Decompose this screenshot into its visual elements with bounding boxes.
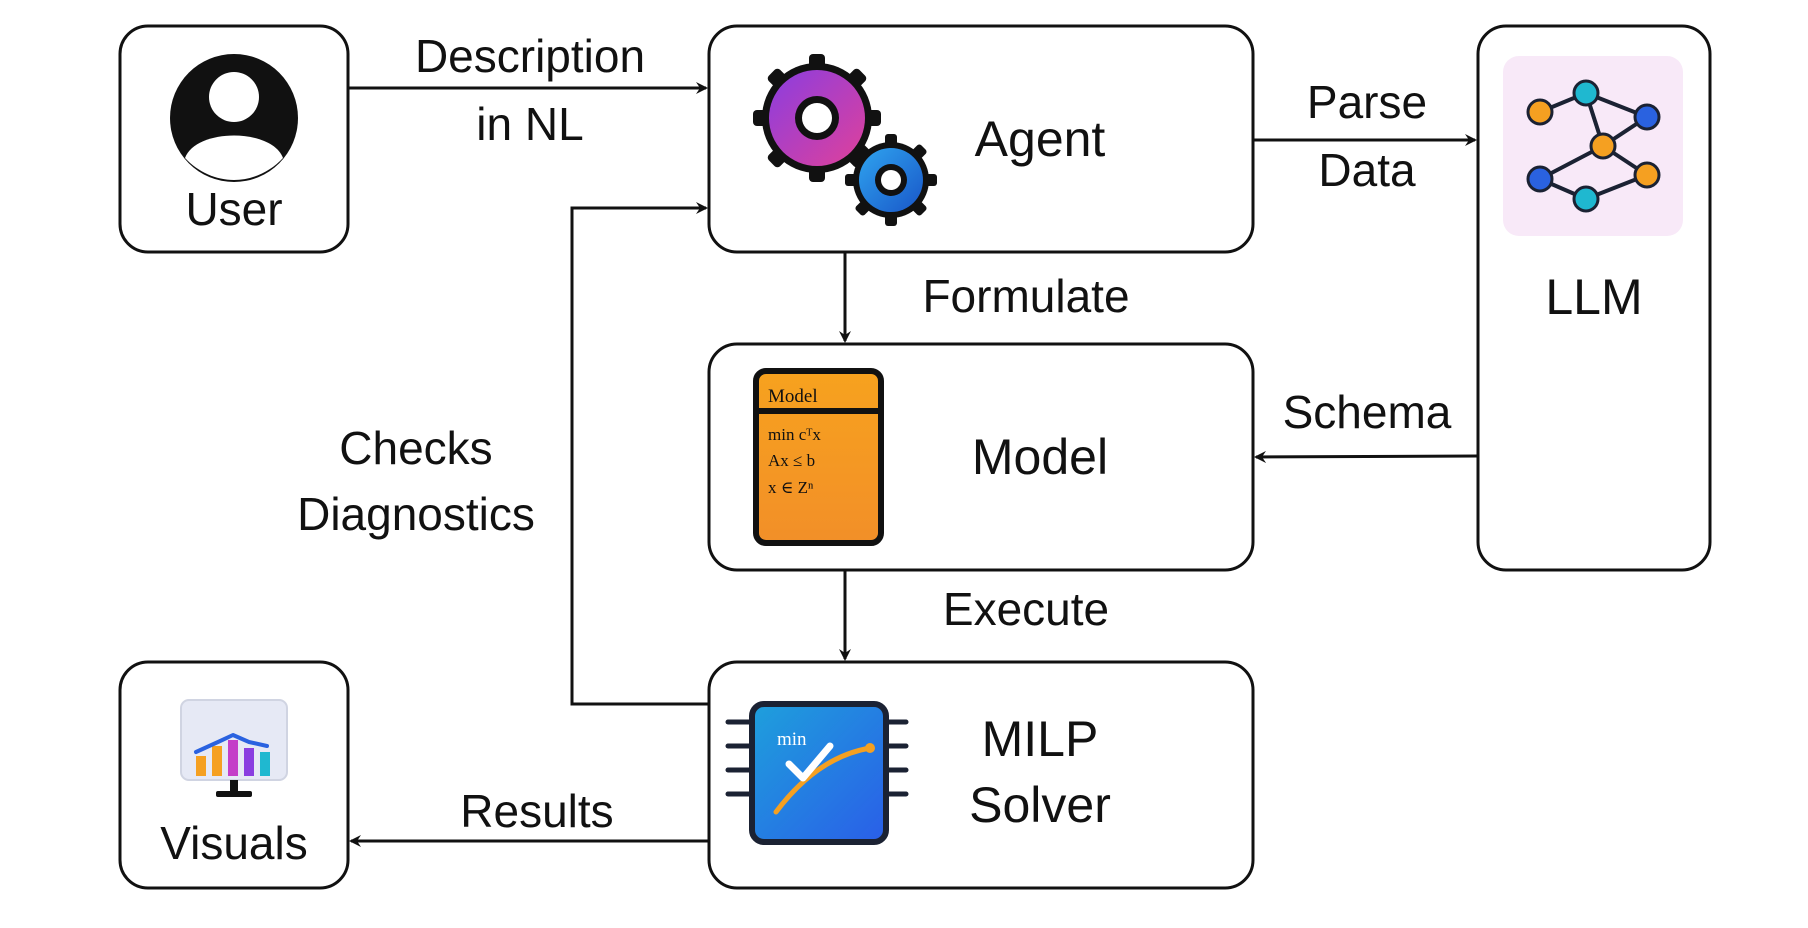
solver-chip-label: min xyxy=(777,729,807,750)
model-card-line1: min cᵀx xyxy=(768,425,821,444)
gears-icon xyxy=(753,54,937,226)
network-graph-icon xyxy=(1503,56,1683,236)
agent-label: Agent xyxy=(975,111,1106,167)
description-label-line1: Description xyxy=(415,30,645,82)
solver-chip-icon: min xyxy=(725,701,909,845)
execute-label: Execute xyxy=(943,583,1109,635)
checks-label-line2: Diagnostics xyxy=(297,488,535,540)
monitor-chart-icon xyxy=(180,699,288,797)
model-document-icon: Model min cᵀx Ax ≤ b x ∈ Zⁿ xyxy=(753,368,884,546)
model-label: Model xyxy=(972,429,1108,485)
results-label: Results xyxy=(460,785,613,837)
parse-label-line1: Parse xyxy=(1307,76,1427,128)
schema-label: Schema xyxy=(1283,386,1452,438)
description-label-line2: in NL xyxy=(476,98,583,150)
model-card-header: Model xyxy=(768,386,818,407)
solver-label-line1: MILP xyxy=(982,711,1099,767)
schema-arrow xyxy=(1254,450,1479,463)
visuals-label: Visuals xyxy=(160,817,307,869)
solver-label-line2: Solver xyxy=(969,777,1111,833)
model-card-line3: x ∈ Zⁿ xyxy=(768,478,814,497)
user-avatar-icon xyxy=(170,54,298,182)
checks-arrow xyxy=(570,202,709,706)
formulate-label: Formulate xyxy=(922,270,1129,322)
parse-label-line2: Data xyxy=(1318,144,1416,196)
llm-label: LLM xyxy=(1545,269,1642,325)
user-label: User xyxy=(185,183,282,235)
model-card-line2: Ax ≤ b xyxy=(768,451,815,470)
checks-label-line1: Checks xyxy=(339,422,492,474)
